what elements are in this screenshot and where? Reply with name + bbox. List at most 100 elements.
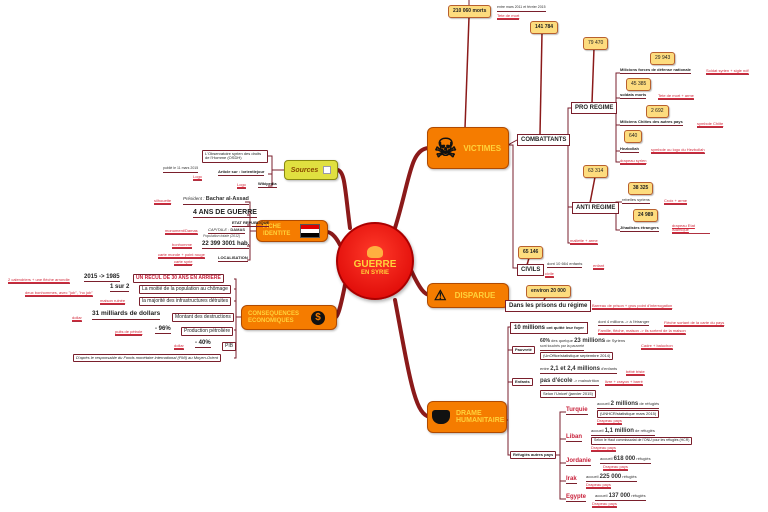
label: rebelles syriens xyxy=(622,197,650,204)
chomage: La moitié de la population au chômage xyxy=(139,285,231,294)
guerre-duration: 4 ANS DE GUERRE xyxy=(193,209,257,218)
link[interactable]: carte syrie xyxy=(174,259,193,266)
link[interactable]: Drapeau pays xyxy=(592,501,617,508)
refugies-node[interactable]: Réfugiés autres pays xyxy=(510,451,557,459)
link[interactable]: maison ruinée xyxy=(100,298,126,305)
link[interactable]: Tete de mort xyxy=(497,13,520,20)
count: 63 314 xyxy=(583,165,609,178)
count: 45 385 xyxy=(626,78,652,91)
civils-node[interactable]: CIVILS xyxy=(517,264,545,276)
anti-regime-node[interactable]: ANTI REGIME xyxy=(572,202,620,214)
topic-disparue[interactable]: ⚠ DISPARUE xyxy=(427,283,509,308)
link[interactable]: Famille, flèche, maison -> ils sortent d… xyxy=(598,328,686,335)
central-topic[interactable]: GUERRE EN SYRIE xyxy=(336,222,414,300)
country-egypte[interactable]: Egypte xyxy=(566,494,587,502)
enfants-node[interactable]: Enfants xyxy=(512,378,533,386)
link[interactable]: Barreau de prison + gros point d'interro… xyxy=(592,303,673,310)
link[interactable]: symbole ou logo du Hezbollah xyxy=(651,147,705,154)
source: Selon le Haut commissariat de l'ONU pour… xyxy=(591,437,693,445)
value: 60% xyxy=(540,338,551,344)
source: Selon l'Unicef (janvier 2015) xyxy=(540,390,596,398)
value: 31 milliards de dollars xyxy=(92,310,161,320)
link[interactable]: bébé triste xyxy=(626,369,645,376)
link[interactable]: symbole Chiite xyxy=(697,121,724,128)
link[interactable]: mallette + arme xyxy=(570,238,598,245)
link[interactable]: Logo xyxy=(193,174,202,181)
text: de réfugiés xyxy=(635,428,655,433)
label: Jihadistes étrangers xyxy=(620,225,659,232)
text: réfugiés xyxy=(622,474,637,479)
topic-victimes[interactable]: ☠ VICTIMES xyxy=(427,127,509,169)
value: 23 millions xyxy=(574,338,606,344)
link[interactable]: dollar xyxy=(72,315,82,322)
value: 618 000 xyxy=(613,456,636,462)
topic-label: CONSEQUENCES xyxy=(248,310,300,317)
link[interactable]: Cadre + baluchon xyxy=(641,343,673,350)
count: 2 692 xyxy=(646,105,669,118)
country-jordanie[interactable]: Jordanie xyxy=(566,458,592,466)
localisation: LOCALISATION xyxy=(218,255,248,262)
link[interactable]: Drapeau pays xyxy=(603,464,628,471)
topic-label: Sources xyxy=(290,166,319,174)
source: D'après le responsable du Fonds monétair… xyxy=(73,354,221,362)
population: 22 399 3001 hab. xyxy=(202,241,250,249)
value: pas d'école xyxy=(540,378,573,384)
link[interactable]: Drapeau pays xyxy=(597,418,622,425)
value: 2015 -> 1985 xyxy=(84,274,120,282)
link[interactable]: carte monde + point rouge xyxy=(158,252,205,259)
country-irak[interactable]: Irak xyxy=(566,476,577,484)
link[interactable]: Drapeau pays xyxy=(591,445,616,452)
link[interactable]: Logo xyxy=(237,182,246,189)
value: DAMAS xyxy=(230,227,246,232)
pib: PIB xyxy=(222,342,237,351)
link[interactable]: enfant xyxy=(593,263,605,270)
explosion-icon xyxy=(367,246,383,258)
link[interactable]: Flèche sortant de la carte du pays xyxy=(664,320,725,327)
country-turquie[interactable]: Turquie xyxy=(566,407,588,415)
count: 29 943 xyxy=(650,52,676,65)
link[interactable]: drapeau syrien xyxy=(620,158,647,165)
link[interactable]: monument/Damas xyxy=(165,228,198,235)
topic-label: DRAME HUMANITAIRE xyxy=(456,410,505,424)
total-deaths: 210 060 morts xyxy=(448,5,492,18)
country-liban[interactable]: Liban xyxy=(566,434,582,442)
topic-drame-humanitaire[interactable]: DRAME HUMANITAIRE xyxy=(427,401,507,433)
text: entre xyxy=(540,366,550,371)
text: réfugiés xyxy=(631,493,646,498)
topic-sources[interactable]: Sources xyxy=(284,160,338,180)
text: réfugiés xyxy=(636,456,651,461)
link[interactable]: Soldat syrien + sigle ndf xyxy=(706,68,749,75)
link[interactable]: silhouette xyxy=(154,198,172,205)
warning-icon: ⚠ xyxy=(434,287,447,303)
dollar-icon: $ xyxy=(311,310,326,325)
text: accueil xyxy=(586,474,599,479)
text: accueil xyxy=(591,428,604,433)
link[interactable]: puits de pétrole xyxy=(115,329,143,336)
label: ont quitté leur foyer xyxy=(546,325,584,330)
link[interactable]: Drapeau pays xyxy=(586,482,611,489)
link[interactable]: Tete de mort + arme xyxy=(658,93,694,100)
pro-regime-node[interactable]: PRO REGIME xyxy=(571,102,618,114)
source-article: Article sur : lorientlejour xyxy=(218,169,265,176)
combattants-node[interactable]: COMBATTANTS xyxy=(517,134,571,146)
pauvrete-node[interactable]: Pauvreté xyxy=(512,346,535,354)
prisons-node[interactable]: Dans les prisons du régime xyxy=(505,300,592,312)
value: Bachar al-Assad xyxy=(205,196,249,202)
link[interactable]: dollar xyxy=(174,343,184,350)
note: dont 10 664 enfants xyxy=(547,261,583,268)
topic-label: IDENTITE xyxy=(263,231,291,237)
note: entre mars 2011 et février 2015 xyxy=(497,5,546,12)
link[interactable]: 2 calendriers + une flèche arrondie xyxy=(8,277,70,284)
link[interactable]: drapeau Etat islamique xyxy=(672,224,710,234)
label: Hezbollah xyxy=(620,146,639,153)
link[interactable]: civile xyxy=(545,271,554,278)
text: d'enfants xyxy=(601,366,618,371)
value: 137 000 xyxy=(608,493,631,499)
link[interactable]: bonhomme xyxy=(172,242,193,249)
link[interactable]: Croix + arme xyxy=(664,198,688,205)
link[interactable]: deux bonhommes, avec "job", "no job" xyxy=(25,290,93,297)
text: de Syriens xyxy=(606,338,626,343)
link[interactable]: livre + crayon + barré xyxy=(605,379,643,386)
